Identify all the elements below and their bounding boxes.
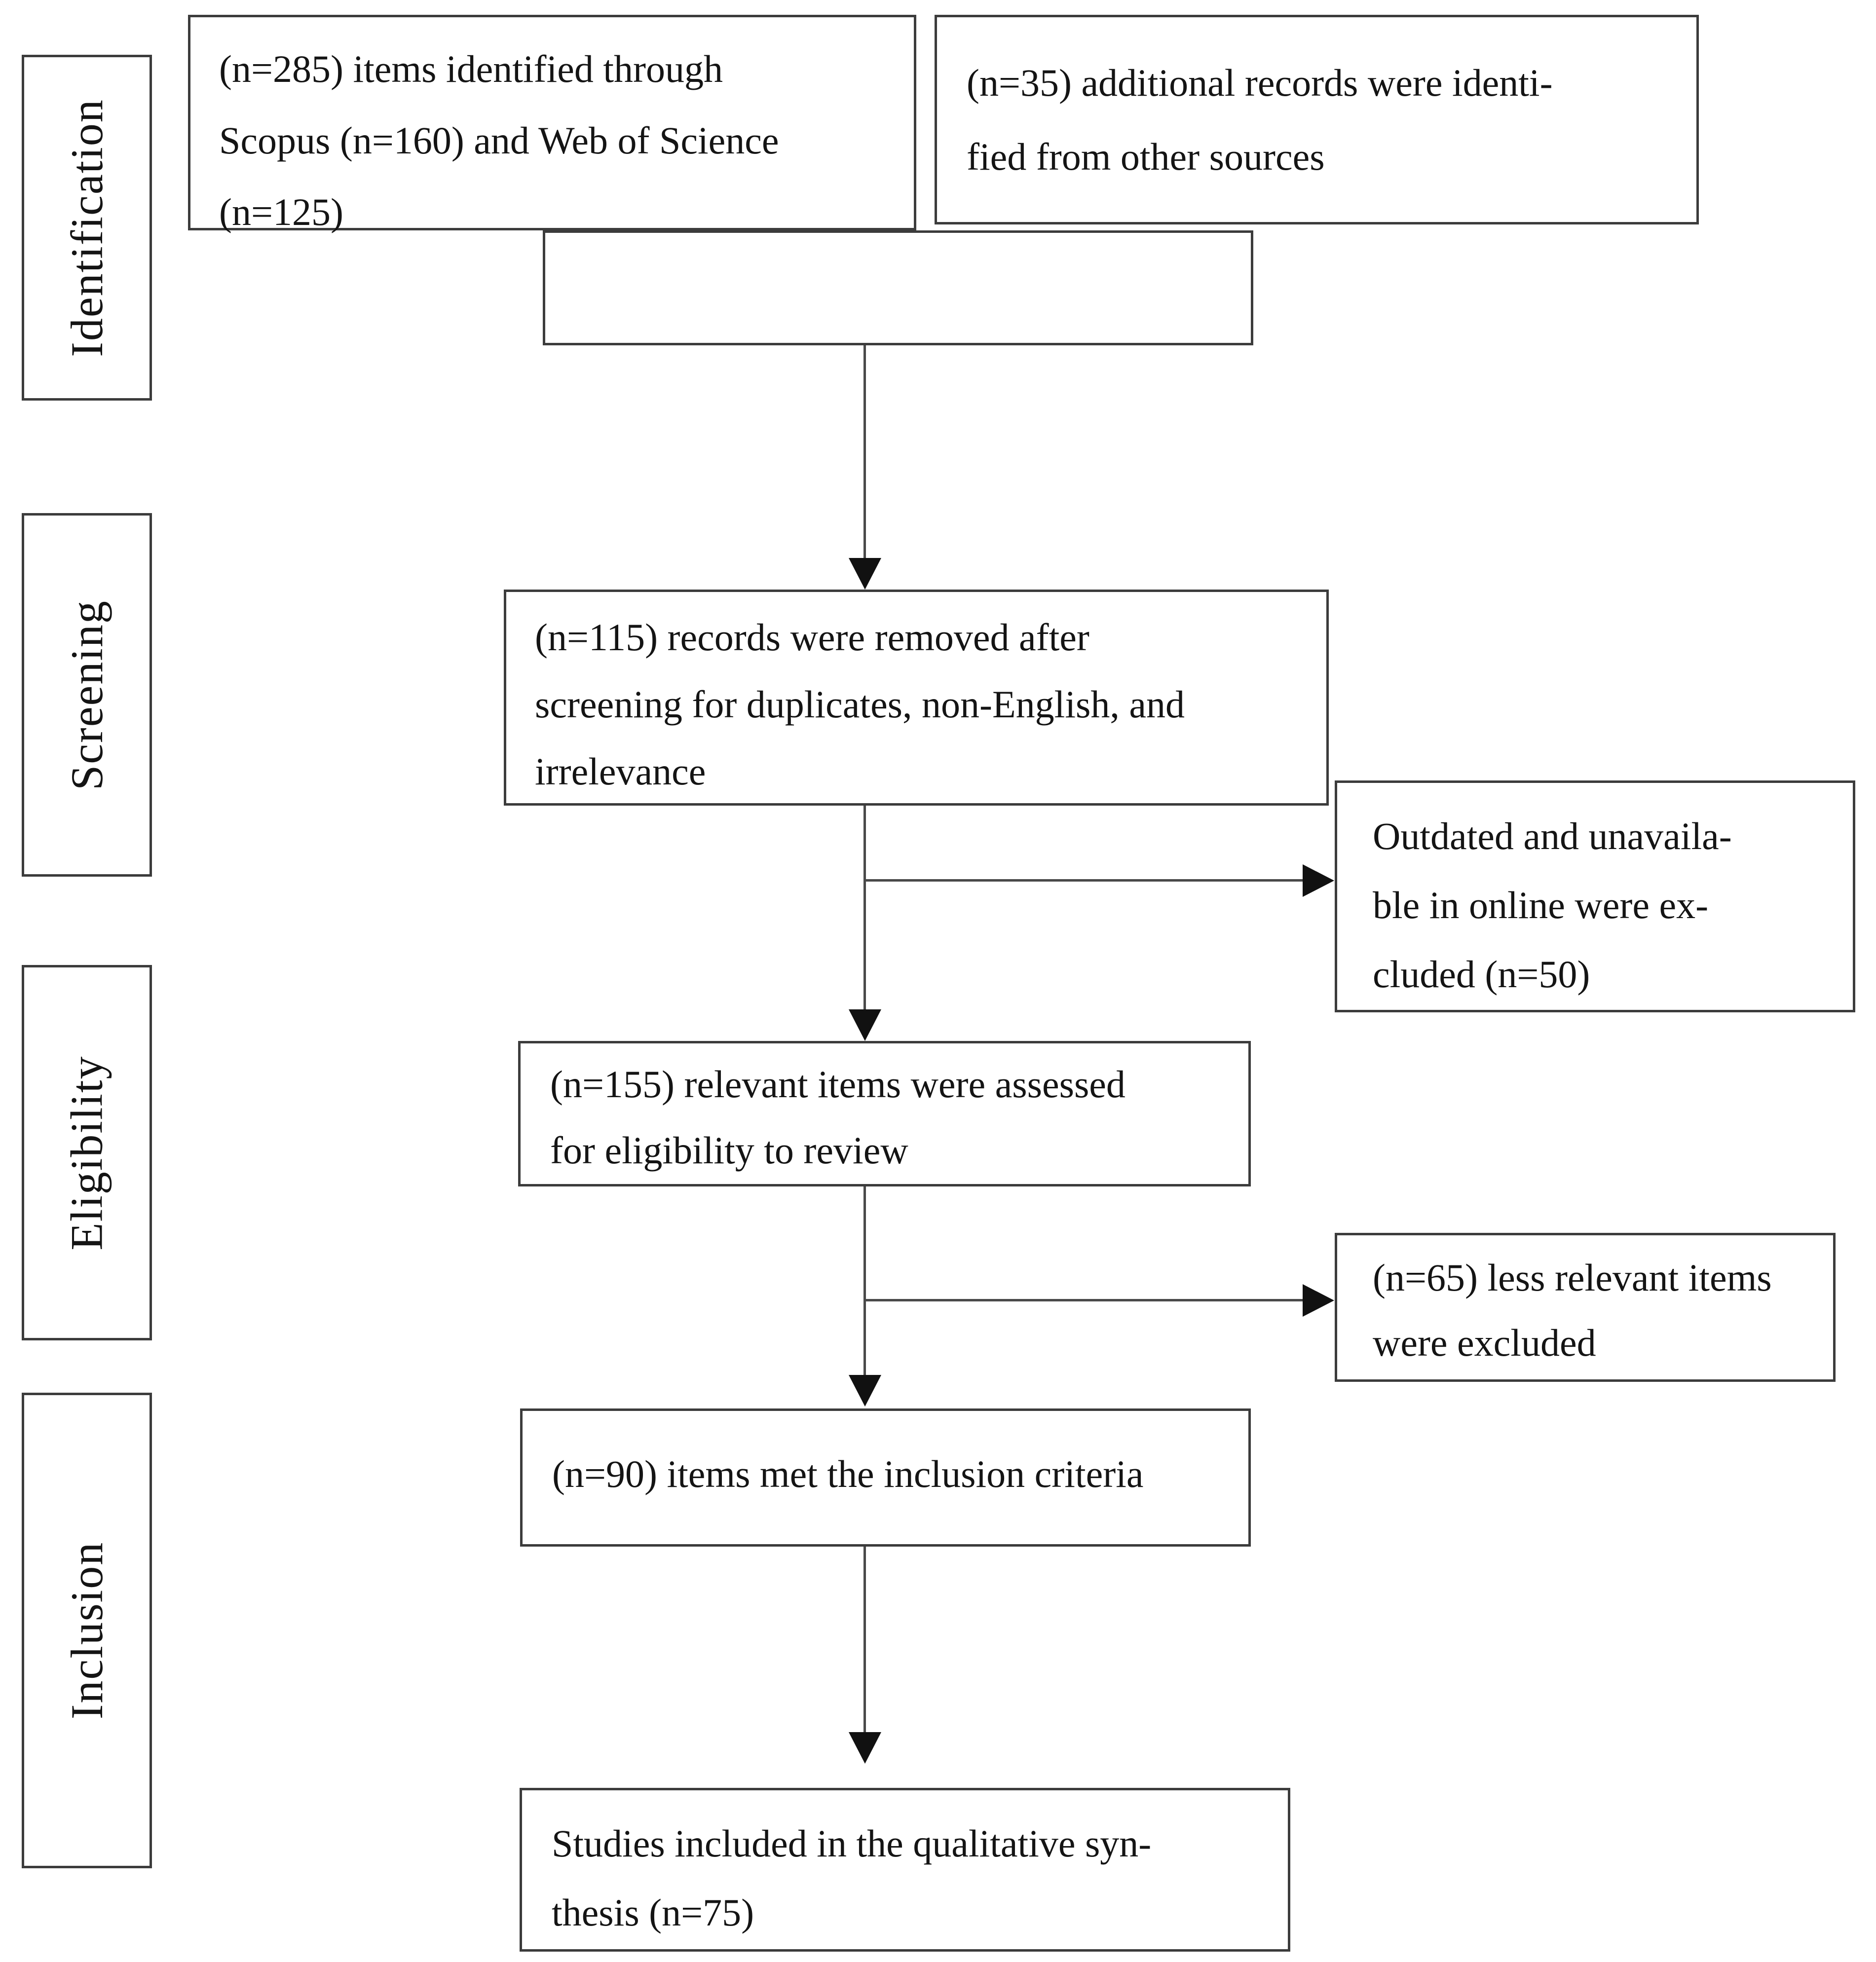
box-text-line: ble in online were ex- [1373, 884, 1709, 926]
box-text-line: cluded (n=50) [1373, 953, 1590, 996]
box-text-line: Scopus (n=160) and Web of Science [219, 119, 779, 162]
merge-connector-box [543, 230, 1253, 345]
arrow-down-icon [849, 1732, 881, 1764]
additional-records-box: (n=35) additional records were identi- f… [935, 15, 1699, 224]
arrow-down-icon [849, 558, 881, 590]
assessed-eligibility-box: (n=155) relevant items were assessed for… [518, 1041, 1251, 1186]
box-text-line: were excluded [1373, 1321, 1596, 1364]
connector-line-right [863, 879, 1303, 882]
box-text-line: for eligibility to review [550, 1129, 908, 1172]
box-text-line: Studies included in the qualitative syn- [552, 1822, 1152, 1865]
stage-screening-label: Screening [62, 599, 112, 790]
stage-screening: Screening [22, 513, 152, 877]
box-text-line: irrelevance [535, 750, 706, 793]
met-criteria-box: (n=90) items met the inclusion criteria [520, 1408, 1251, 1547]
arrow-right-icon [1303, 864, 1334, 897]
stage-identification: Identification [22, 55, 152, 401]
box-text-line: screening for duplicates, non-English, a… [535, 683, 1185, 726]
box-text-line: (n=125) [219, 190, 343, 233]
box-text-line: (n=35) additional records were identi- [967, 61, 1553, 104]
arrow-down-icon [849, 1009, 881, 1041]
box-text-line: thesis (n=75) [552, 1891, 754, 1934]
arrow-right-icon [1303, 1284, 1334, 1317]
connector-line-down [863, 345, 866, 560]
box-text-line: Outdated and unavaila- [1373, 814, 1732, 857]
stage-eligibility: Eligibility [22, 965, 152, 1340]
identified-records-box: (n=285) items identified through Scopus … [188, 15, 916, 233]
box-text-line: (n=65) less relevant items [1373, 1256, 1772, 1299]
less-relevant-excluded-box: (n=65) less relevant items were excluded [1335, 1233, 1836, 1382]
box-text-line: (n=285) items identified through [219, 47, 723, 90]
connector-line-down [863, 1547, 866, 1733]
stage-eligibility-label: Eligibility [62, 1055, 112, 1251]
records-removed-box: (n=115) records were removed after scree… [504, 590, 1329, 806]
connector-line-down [863, 806, 866, 1010]
outdated-excluded-box: Outdated and unavaila- ble in online wer… [1335, 780, 1855, 1012]
box-text-line: fied from other sources [967, 135, 1325, 178]
studies-included-box: Studies included in the qualitative syn-… [520, 1788, 1290, 1952]
stage-inclusion-label: Inclusion [62, 1541, 112, 1720]
arrow-down-icon [849, 1375, 881, 1407]
box-text-line: (n=115) records were removed after [535, 616, 1089, 659]
stage-inclusion: Inclusion [22, 1393, 152, 1868]
connector-line-right [863, 1299, 1303, 1301]
box-text-line: (n=155) relevant items were assessed [550, 1063, 1126, 1106]
stage-identification-label: Identification [62, 98, 113, 357]
connector-line-down [863, 1186, 866, 1376]
box-text-line: (n=90) items met the inclusion criteria [552, 1452, 1144, 1495]
